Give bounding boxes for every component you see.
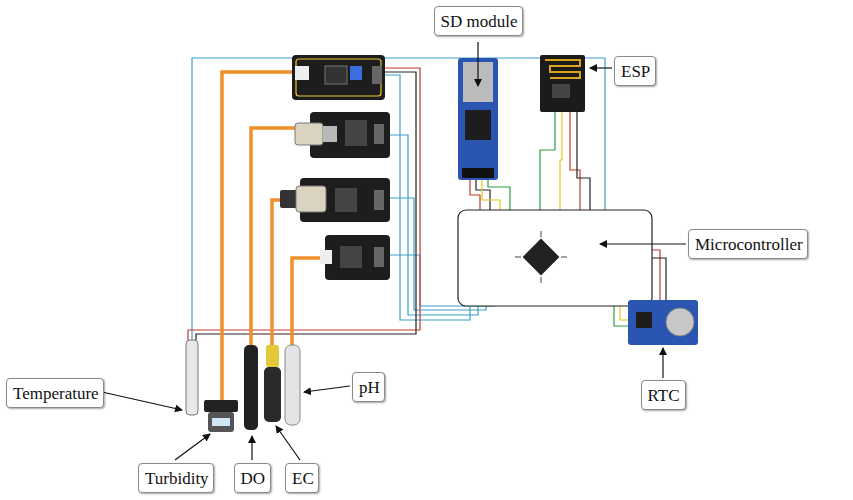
power-wire bbox=[470, 180, 480, 210]
power-wire bbox=[482, 180, 500, 210]
ph-probe bbox=[285, 345, 300, 425]
turbidity-module bbox=[295, 66, 309, 80]
microcontroller-board bbox=[515, 231, 567, 283]
label-box: Microcontroller bbox=[688, 229, 808, 259]
microcontroller-board bbox=[515, 231, 567, 283]
turbidity-probe bbox=[204, 400, 238, 412]
microcontroller-board bbox=[458, 210, 652, 306]
power-wire bbox=[560, 110, 562, 210]
label-box: Temperature bbox=[6, 378, 104, 408]
label-box: RTC bbox=[641, 380, 686, 410]
do-probe bbox=[244, 345, 258, 430]
turbidity-module bbox=[292, 55, 385, 100]
probe-cable bbox=[292, 258, 325, 345]
label-text: pH bbox=[359, 378, 378, 398]
ec-module bbox=[280, 178, 390, 222]
power-wire bbox=[196, 72, 416, 340]
label-text: RTC bbox=[648, 386, 679, 406]
ec-probe bbox=[264, 367, 281, 422]
label-box: pH bbox=[352, 372, 385, 402]
rtc-module bbox=[636, 312, 652, 328]
ph-module bbox=[320, 250, 332, 264]
ph-module bbox=[374, 247, 384, 267]
label-box: Turbidity bbox=[138, 463, 214, 493]
probe-cable bbox=[222, 72, 325, 402]
label-box: EC bbox=[285, 463, 319, 493]
label-text: DO bbox=[241, 469, 264, 489]
microcontroller-board bbox=[523, 239, 560, 276]
do-module bbox=[323, 126, 337, 142]
ph-module bbox=[340, 246, 362, 268]
temperature-probe bbox=[186, 340, 198, 415]
power-wire bbox=[488, 180, 510, 210]
label-text: Temperature bbox=[13, 384, 97, 404]
rtc-module bbox=[628, 300, 698, 345]
turbidity-module bbox=[325, 66, 347, 84]
do-module bbox=[295, 112, 390, 158]
turbidity-module bbox=[296, 59, 381, 96]
rtc-module bbox=[666, 308, 694, 336]
label-text: SD module bbox=[441, 12, 516, 32]
esp-module bbox=[540, 55, 585, 112]
power-wire bbox=[188, 68, 666, 340]
turbidity-probe bbox=[204, 400, 238, 432]
ph-module bbox=[325, 235, 390, 280]
power-wire bbox=[577, 110, 590, 210]
leader-arrow bbox=[102, 392, 182, 410]
turbidity-probe bbox=[208, 412, 234, 432]
leader-arrow bbox=[600, 243, 686, 244]
probe-cable bbox=[272, 200, 292, 345]
label-box: SD module bbox=[434, 6, 523, 36]
do-module bbox=[295, 123, 323, 145]
power-wire bbox=[540, 110, 555, 210]
do-module bbox=[374, 124, 384, 144]
label-text: EC bbox=[292, 469, 312, 489]
leader-arrow bbox=[304, 386, 350, 392]
ec-module bbox=[335, 188, 357, 212]
turbidity-probe bbox=[212, 418, 230, 426]
microcontroller-board bbox=[458, 210, 652, 306]
temperature-probe bbox=[186, 340, 198, 415]
do-probe bbox=[244, 345, 258, 430]
power-wire bbox=[570, 110, 580, 210]
label-text: ESP bbox=[621, 62, 649, 82]
turbidity-module bbox=[292, 55, 385, 100]
turbidity-module bbox=[372, 66, 382, 84]
ph-module bbox=[320, 235, 390, 280]
esp-module bbox=[545, 60, 580, 78]
leader-arrow bbox=[175, 434, 210, 460]
probe-cable bbox=[251, 128, 310, 345]
sd-module bbox=[462, 168, 494, 178]
esp-module bbox=[552, 84, 570, 98]
rtc-module bbox=[628, 300, 698, 345]
esp-module bbox=[540, 55, 585, 112]
leader-arrow bbox=[477, 42, 478, 86]
ec-probe bbox=[266, 345, 279, 367]
ec-module bbox=[296, 186, 326, 212]
leader-arrow bbox=[662, 348, 663, 378]
do-module bbox=[345, 120, 367, 146]
ec-module bbox=[280, 190, 298, 208]
leader-arrow bbox=[276, 426, 300, 460]
label-box: ESP bbox=[614, 56, 656, 86]
ec-module bbox=[374, 190, 384, 210]
label-box: DO bbox=[234, 463, 271, 493]
ph-probe bbox=[285, 345, 300, 425]
ec-probe bbox=[264, 345, 281, 422]
turbidity-module bbox=[350, 66, 362, 80]
label-text: Microcontroller bbox=[695, 235, 801, 255]
label-text: Turbidity bbox=[145, 469, 207, 489]
sd-module bbox=[465, 110, 491, 140]
leader-arrow bbox=[102, 42, 686, 460]
leader-arrow bbox=[590, 67, 612, 68]
leader-arrow bbox=[251, 436, 252, 460]
